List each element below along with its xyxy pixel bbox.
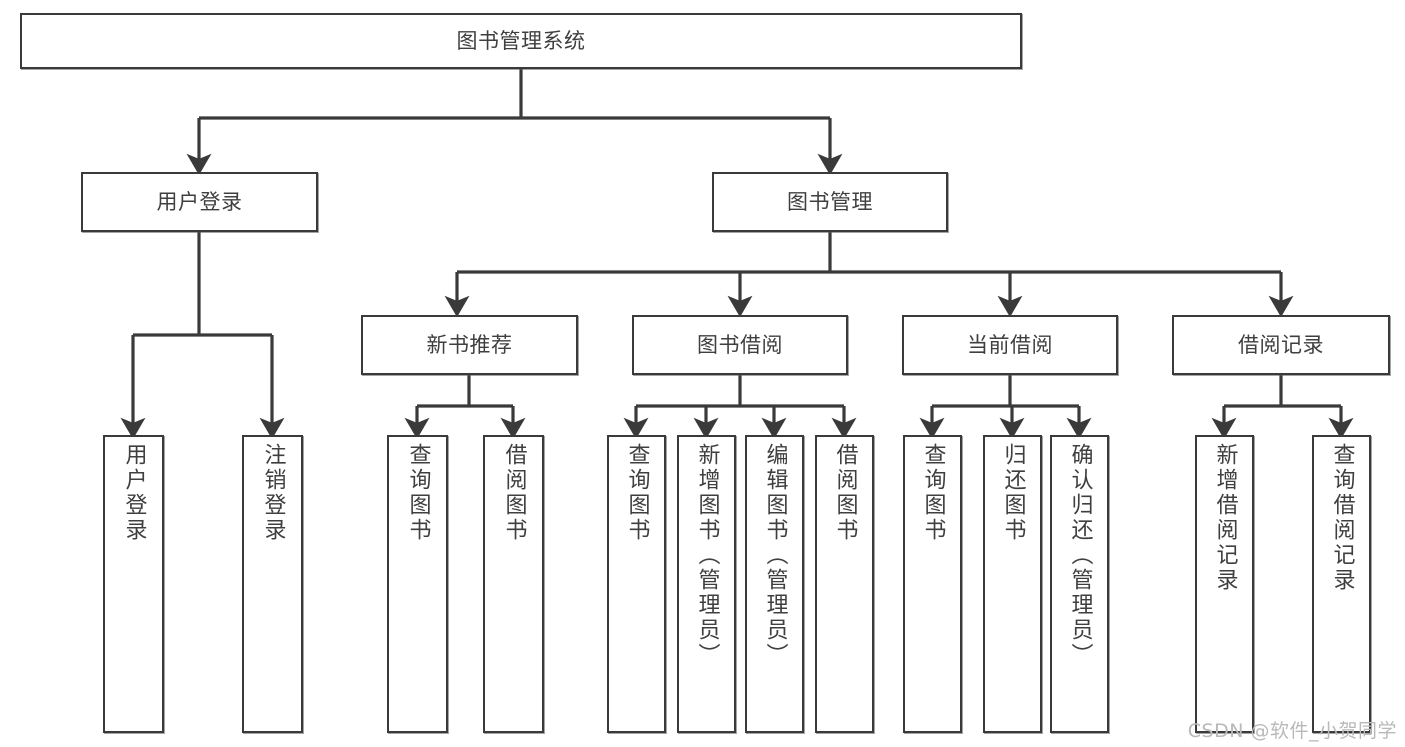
node-leaf-user-login[interactable]: 用户登录 [103, 435, 164, 733]
csdn-watermark: CSDN @软件_小贺同学 [1187, 720, 1397, 742]
node-leaf-query-book-2-label: 查询图书 [624, 443, 650, 543]
node-book-mgmt[interactable]: 图书管理 [712, 172, 948, 232]
node-book-mgmt-label: 图书管理 [787, 189, 873, 214]
node-leaf-add-record[interactable]: 新增借阅记录 [1195, 435, 1254, 733]
node-leaf-query-book-2[interactable]: 查询图书 [607, 435, 666, 733]
node-leaf-edit-book[interactable]: 编辑图书（管理员） [745, 435, 804, 733]
node-leaf-query-record[interactable]: 查询借阅记录 [1312, 435, 1371, 733]
node-borrow-record[interactable]: 借阅记录 [1172, 315, 1390, 375]
node-leaf-borrow-book-2-label: 借阅图书 [832, 443, 858, 543]
node-leaf-return-book[interactable]: 归还图书 [983, 435, 1042, 733]
node-leaf-borrow-book-1[interactable]: 借阅图书 [483, 435, 544, 733]
node-leaf-add-book-label: 新增图书（管理员） [694, 443, 720, 668]
node-leaf-user-login-label: 用户登录 [121, 443, 147, 543]
node-leaf-return-book-label: 归还图书 [1000, 443, 1026, 543]
node-user-login[interactable]: 用户登录 [81, 172, 318, 232]
node-leaf-query-book-3-label: 查询图书 [920, 443, 946, 543]
node-new-book-rec[interactable]: 新书推荐 [361, 315, 578, 375]
node-new-book-rec-label: 新书推荐 [426, 332, 513, 357]
node-root-label: 图书管理系统 [456, 28, 586, 53]
node-leaf-query-record-label: 查询借阅记录 [1329, 443, 1355, 593]
node-leaf-query-book-1[interactable]: 查询图书 [387, 435, 448, 733]
node-current-borrow[interactable]: 当前借阅 [902, 315, 1118, 375]
node-user-login-label: 用户登录 [156, 189, 243, 214]
node-leaf-confirm-return[interactable]: 确认归还（管理员） [1050, 435, 1109, 733]
node-leaf-borrow-book-1-label: 借阅图书 [501, 443, 527, 543]
node-leaf-add-book[interactable]: 新增图书（管理员） [677, 435, 736, 733]
node-leaf-add-record-label: 新增借阅记录 [1212, 443, 1238, 593]
node-current-borrow-label: 当前借阅 [967, 332, 1053, 357]
node-root[interactable]: 图书管理系统 [20, 13, 1022, 69]
node-leaf-borrow-book-2[interactable]: 借阅图书 [815, 435, 874, 733]
node-leaf-query-book-3[interactable]: 查询图书 [903, 435, 962, 733]
node-leaf-edit-book-label: 编辑图书（管理员） [762, 443, 788, 668]
node-borrow-record-label: 借阅记录 [1238, 332, 1324, 357]
node-leaf-logout-label: 注销登录 [260, 443, 286, 543]
node-book-borrow[interactable]: 图书借阅 [632, 315, 848, 375]
node-leaf-query-book-1-label: 查询图书 [405, 443, 431, 543]
node-leaf-logout[interactable]: 注销登录 [242, 435, 303, 733]
node-leaf-confirm-return-label: 确认归还（管理员） [1067, 443, 1093, 668]
node-book-borrow-label: 图书借阅 [697, 332, 783, 357]
